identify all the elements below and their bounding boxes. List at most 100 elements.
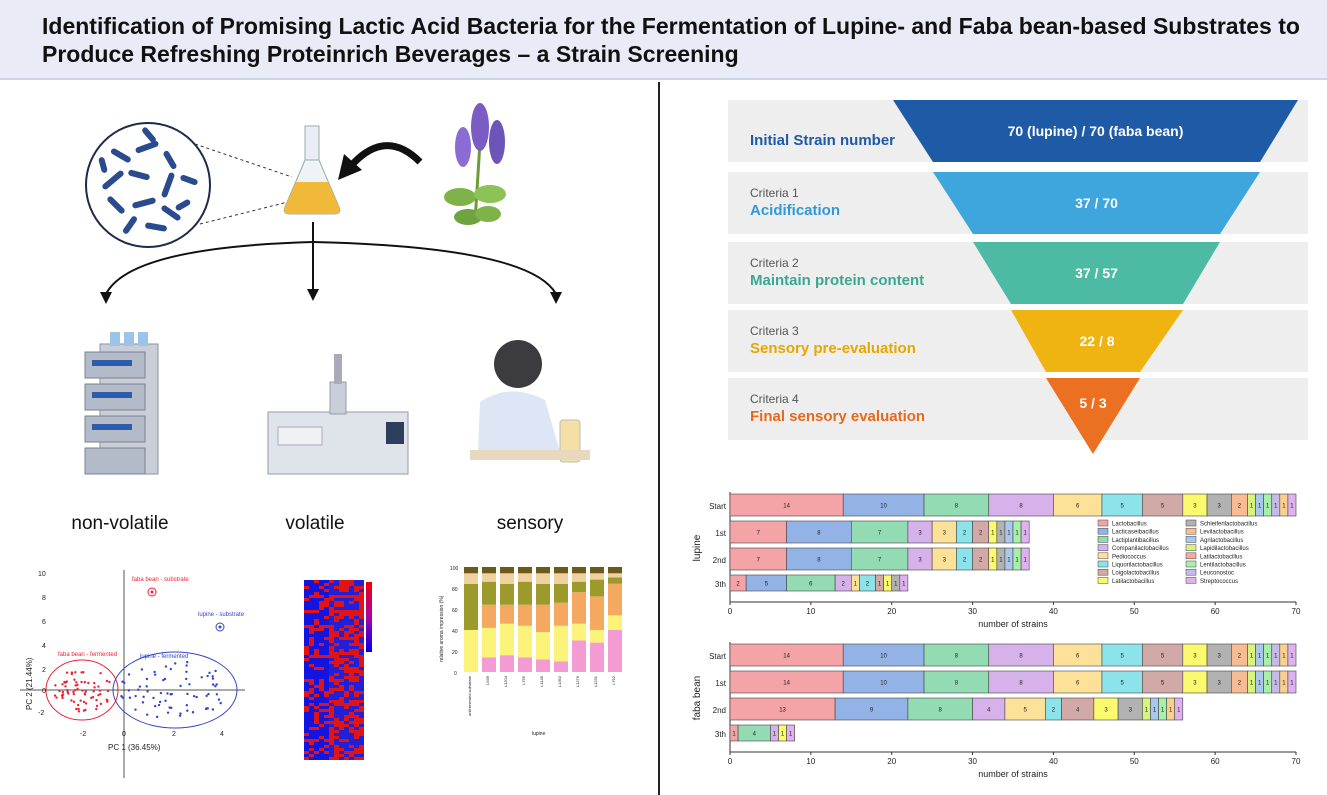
funnel-row-bg bbox=[728, 378, 1308, 440]
bar-segment-label: 7 bbox=[878, 558, 882, 564]
bar-segment-label: 3 bbox=[1193, 504, 1197, 510]
heatmap-cell bbox=[319, 637, 324, 640]
heatmap-cell bbox=[319, 712, 324, 715]
heatmap-cell bbox=[359, 754, 364, 757]
heatmap-cell bbox=[329, 685, 334, 688]
pca-point bbox=[162, 678, 165, 682]
x-tick-label: 10 bbox=[806, 757, 815, 766]
legend-label: Lentilactobacillus bbox=[1200, 563, 1246, 569]
pca-point bbox=[145, 677, 149, 681]
pca-point bbox=[146, 713, 149, 716]
pca-point bbox=[214, 684, 217, 688]
pca-ytick: 4 bbox=[42, 643, 46, 650]
heatmap-cell bbox=[304, 676, 309, 679]
bar-segment-label: 8 bbox=[817, 531, 821, 537]
pca-point bbox=[84, 708, 87, 712]
pca-xtick: 0 bbox=[122, 731, 126, 738]
bar-segment bbox=[1287, 493, 1297, 517]
bar-segment-label: 8 bbox=[1019, 681, 1023, 687]
heatmap-cell bbox=[309, 631, 314, 634]
heatmap-cell bbox=[354, 718, 359, 721]
heatmap-cell bbox=[344, 703, 349, 706]
heatmap-cell bbox=[324, 607, 329, 610]
pca-point bbox=[72, 700, 76, 703]
heatmap-cell bbox=[344, 724, 349, 727]
bacteria-icon bbox=[85, 122, 211, 248]
heatmap-cell bbox=[339, 712, 344, 715]
heatmap-cell bbox=[314, 586, 319, 589]
heatmap-cell bbox=[319, 586, 324, 589]
bar-segment-label: 7 bbox=[757, 558, 761, 564]
heatmap-cell bbox=[309, 646, 314, 649]
heatmap-cell bbox=[314, 631, 319, 634]
pca-point bbox=[145, 685, 148, 688]
heatmap-cell bbox=[334, 679, 339, 682]
heatmap-cell bbox=[334, 601, 339, 604]
heatmap-cell bbox=[304, 598, 309, 601]
heatmap-cell bbox=[359, 640, 364, 643]
heatmap-cell bbox=[304, 625, 309, 628]
aroma-bar-segment bbox=[608, 630, 622, 672]
heatmap-cell bbox=[344, 586, 349, 589]
heatmap-cell bbox=[304, 652, 309, 655]
legend-swatch bbox=[1185, 568, 1197, 576]
heatmap-cell bbox=[334, 718, 339, 721]
heatmap-cell bbox=[329, 709, 334, 712]
heatmap-cell bbox=[304, 661, 309, 664]
heatmap-cell bbox=[329, 640, 334, 643]
heatmap-cell bbox=[319, 694, 324, 697]
sensory-person-icon bbox=[470, 340, 590, 463]
heatmap-cell bbox=[314, 676, 319, 679]
heatmap-cell bbox=[319, 679, 324, 682]
heatmap-cell bbox=[339, 652, 344, 655]
heatmap-cell bbox=[314, 601, 319, 604]
heatmap-cell bbox=[354, 622, 359, 625]
lupine-fermented-ellipse bbox=[112, 651, 238, 729]
heatmap-cell bbox=[334, 583, 339, 586]
heatmap-cell bbox=[339, 631, 344, 634]
heatmap-cell bbox=[339, 595, 344, 598]
bar-segment-label: 3 bbox=[943, 531, 947, 537]
bar-segment-label: 6 bbox=[1076, 654, 1080, 660]
funnel-step-name: Maintain protein content bbox=[750, 272, 924, 289]
heatmap-cell bbox=[314, 634, 319, 637]
heatmap-cell bbox=[304, 691, 309, 694]
heatmap-cell bbox=[309, 604, 314, 607]
heatmap-cell bbox=[359, 694, 364, 697]
heatmap-cell bbox=[314, 688, 319, 691]
heatmap-cell bbox=[349, 670, 354, 673]
aroma-xtick: unfermented substrate bbox=[467, 675, 472, 716]
heatmap-cell bbox=[319, 745, 324, 748]
pca-point bbox=[137, 688, 140, 691]
heatmap-cell bbox=[304, 679, 309, 682]
pca-point bbox=[121, 680, 124, 683]
aroma-bar-segment bbox=[536, 567, 550, 574]
bar-segment-label: 2 bbox=[866, 582, 870, 588]
heatmap-cell bbox=[334, 748, 339, 751]
pca-point bbox=[70, 671, 74, 674]
heatmap-cell bbox=[349, 586, 354, 589]
pca-point bbox=[95, 707, 98, 711]
pca-point bbox=[81, 689, 84, 692]
heatmap-cell bbox=[344, 670, 349, 673]
heatmap-cell bbox=[309, 679, 314, 682]
heatmap-cell bbox=[334, 667, 339, 670]
pca-point bbox=[87, 681, 90, 685]
heatmap-cell bbox=[334, 733, 339, 736]
heatmap-cell bbox=[349, 754, 354, 757]
pca-point bbox=[64, 685, 67, 688]
heatmap-cell bbox=[329, 655, 334, 658]
heatmap-cell bbox=[334, 619, 339, 622]
aroma-bar-segment bbox=[572, 592, 586, 624]
bar-segment-label: 1 bbox=[781, 732, 785, 738]
heatmap-cell bbox=[354, 709, 359, 712]
heatmap-cell bbox=[354, 652, 359, 655]
heatmap-cell bbox=[314, 610, 319, 613]
pca-point bbox=[98, 689, 102, 692]
heatmap-cell bbox=[359, 700, 364, 703]
heatmap-cell bbox=[334, 610, 339, 613]
heatmap-cell bbox=[309, 607, 314, 610]
aroma-bar-segment bbox=[518, 573, 532, 582]
heatmap-cell bbox=[344, 652, 349, 655]
heatmap-cell bbox=[334, 736, 339, 739]
